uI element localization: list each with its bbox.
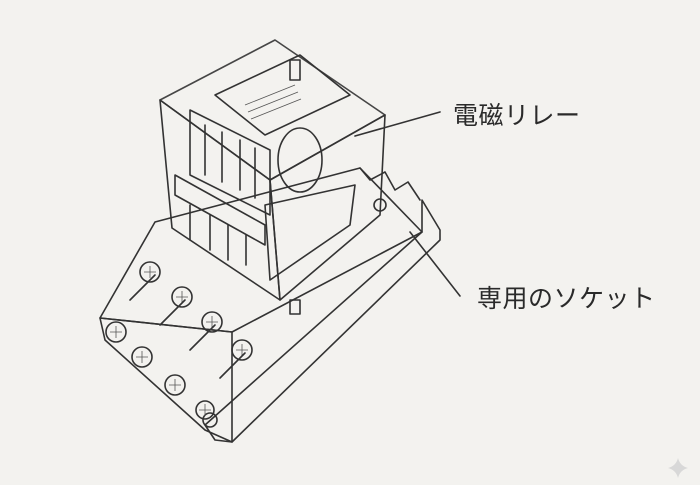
terminal-screws — [105, 261, 253, 420]
relay — [159, 39, 386, 301]
sparkle-icon — [668, 458, 688, 478]
leader-lines — [354, 111, 461, 297]
label-electromagnetic-relay: 電磁リレー — [453, 101, 581, 130]
label-dedicated-socket: 専用のソケット — [477, 284, 656, 313]
